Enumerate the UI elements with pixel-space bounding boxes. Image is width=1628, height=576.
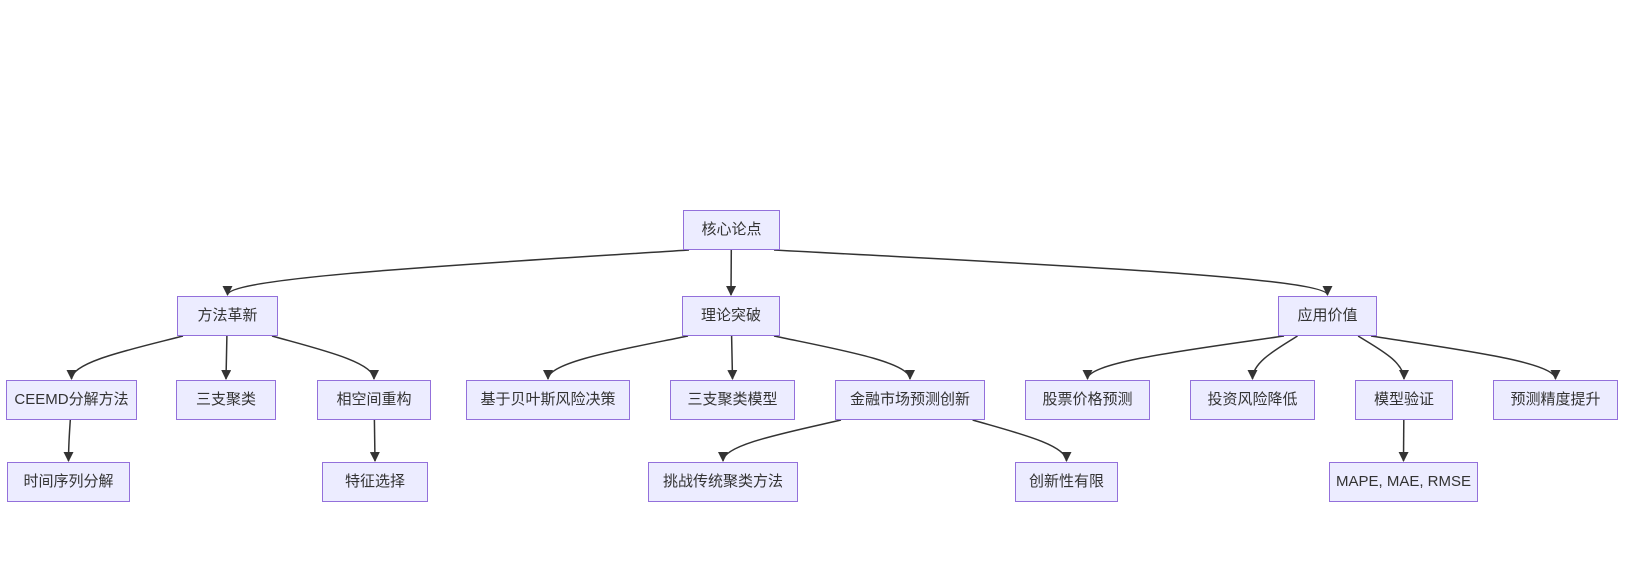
node-threecluster: 三支聚类 [176, 380, 276, 420]
node-bayes: 基于贝叶斯风险决策 [466, 380, 630, 420]
node-label: MAPE, MAE, RMSE [1335, 472, 1472, 490]
node-core: 核心论点 [683, 210, 780, 250]
edge-core-method [222, 249, 690, 296]
edge-theory-twcmodel [727, 335, 738, 380]
edge-core-value [773, 249, 1333, 296]
node-tsdecomp: 时间序列分解 [7, 462, 130, 502]
edge-finmarket-challenge [718, 419, 842, 462]
node-label: 三支聚类 [195, 390, 256, 408]
node-value: 应用价值 [1278, 296, 1377, 336]
node-twcmodel: 三支聚类模型 [670, 380, 795, 420]
node-risk: 投资风险降低 [1190, 380, 1315, 420]
node-finmarket: 金融市场预测创新 [835, 380, 985, 420]
node-label: 相空间重构 [336, 390, 412, 408]
node-label: 预测精度提升 [1510, 390, 1601, 408]
node-label: 挑战传统聚类方法 [662, 472, 783, 490]
edge-theory-finmarket [773, 335, 915, 380]
node-label: 股票价格预测 [1042, 390, 1133, 408]
node-label: CEEMD分解方法 [14, 390, 129, 408]
node-feature: 特征选择 [322, 462, 428, 502]
node-ceemd: CEEMD分解方法 [6, 380, 137, 420]
node-label: 三支聚类模型 [687, 390, 778, 408]
edge-phasespace-feature [369, 419, 380, 462]
node-label: 方法革新 [197, 306, 258, 324]
node-stock: 股票价格预测 [1025, 380, 1150, 420]
node-validate: 模型验证 [1355, 380, 1453, 420]
edge-value-accuracy [1370, 335, 1561, 380]
node-theory: 理论突破 [682, 296, 780, 336]
node-limited: 创新性有限 [1015, 462, 1118, 502]
edge-method-threecluster [221, 335, 232, 380]
node-challenge: 挑战传统聚类方法 [648, 462, 798, 502]
node-label: 创新性有限 [1028, 472, 1104, 490]
node-label: 模型验证 [1373, 390, 1434, 408]
edge-method-phasespace [271, 335, 379, 380]
node-label: 投资风险降低 [1207, 390, 1298, 408]
node-label: 理论突破 [700, 306, 761, 324]
node-accuracy: 预测精度提升 [1493, 380, 1618, 420]
node-label: 特征选择 [344, 472, 405, 490]
node-label: 基于贝叶斯风险决策 [480, 390, 616, 408]
node-label: 核心论点 [701, 220, 762, 238]
edge-finmarket-limited [972, 419, 1072, 462]
edge-ceemd-tsdecomp [63, 419, 74, 462]
node-label: 应用价值 [1297, 306, 1358, 324]
edge-value-stock [1082, 335, 1285, 380]
node-method: 方法革新 [177, 296, 278, 336]
node-metrics: MAPE, MAE, RMSE [1329, 462, 1478, 502]
node-label: 时间序列分解 [23, 472, 114, 490]
edge-theory-bayes [543, 335, 689, 380]
edge-method-ceemd [66, 335, 184, 380]
node-phasespace: 相空间重构 [317, 380, 431, 420]
node-label: 金融市场预测创新 [849, 390, 970, 408]
edge-value-risk [1247, 335, 1298, 380]
edge-value-validate [1357, 335, 1409, 380]
